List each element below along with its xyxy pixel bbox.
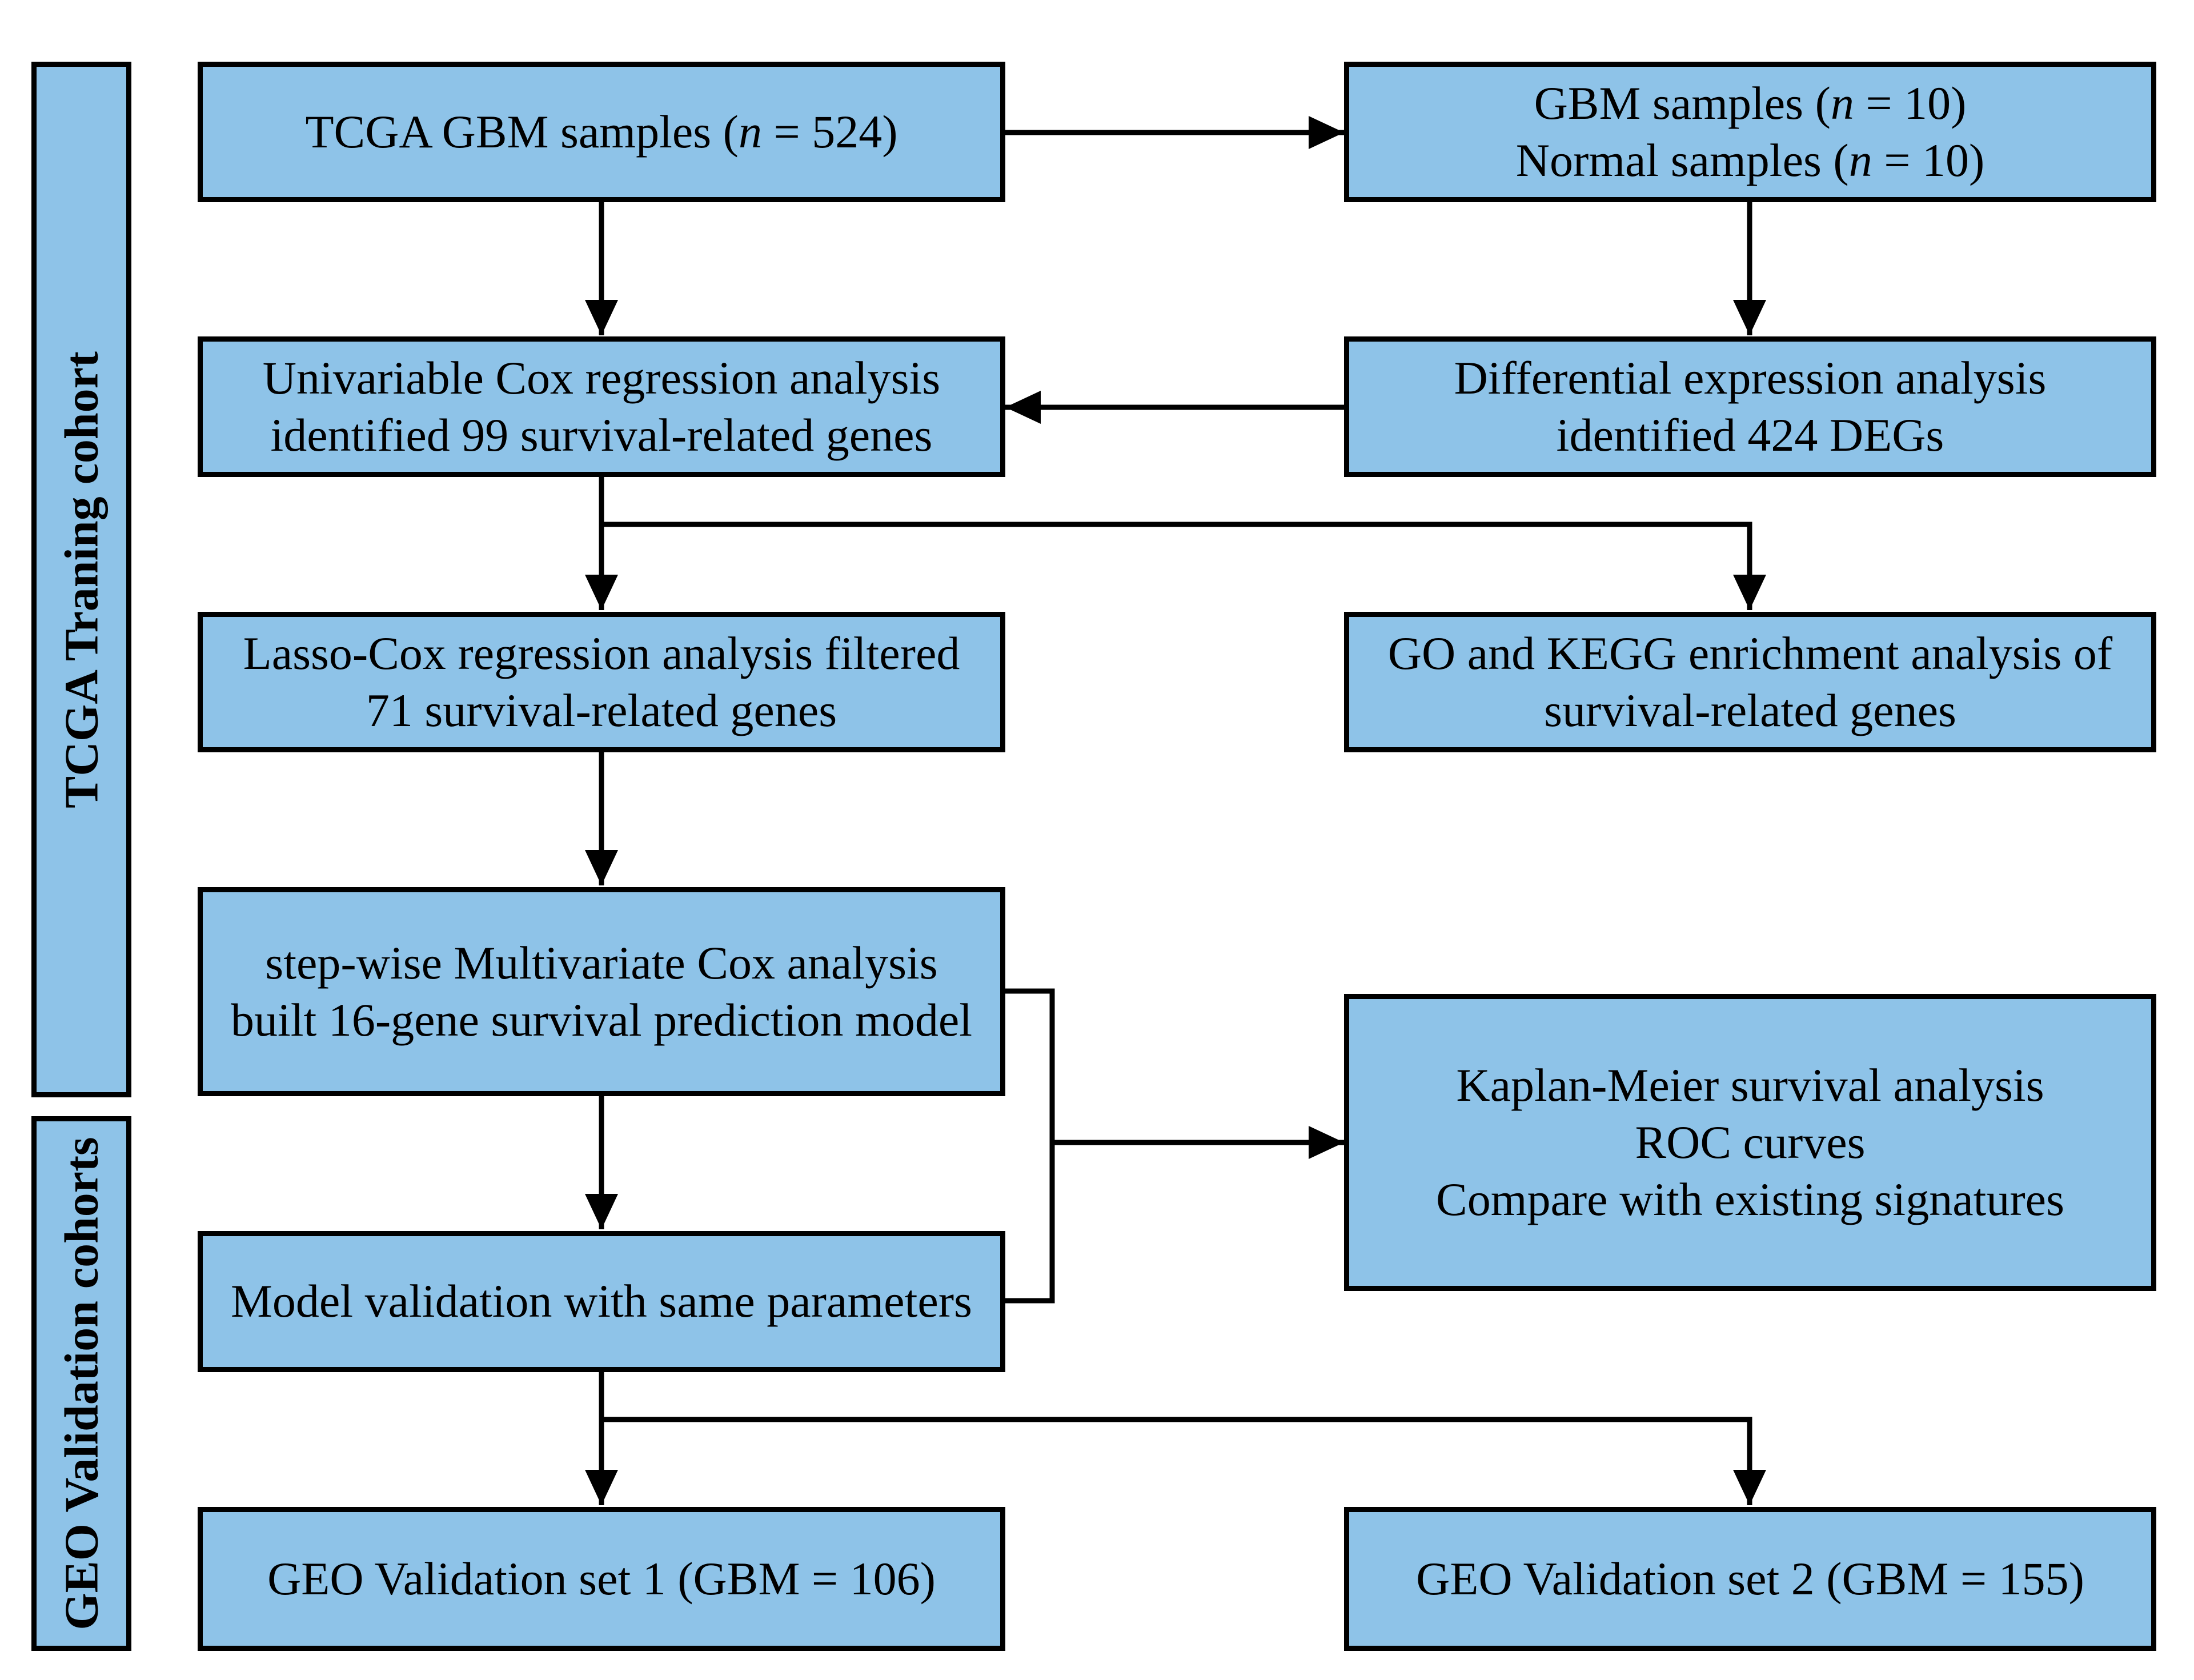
differential-line-2: identified 424 DEGs: [1556, 409, 1944, 461]
normal-samples-prefix: Normal samples (: [1515, 134, 1849, 186]
kaplan-line-3: Compare with existing signatures: [1436, 1173, 2064, 1226]
gbm-samples-count: = 10): [1854, 77, 1967, 129]
box-geo-validation-set-2: GEO Validation set 2 (GBM = 155): [1344, 1507, 2156, 1651]
tcga-samples-n: n: [738, 105, 762, 158]
univariable-line-2: identified 99 survival-related genes: [270, 409, 933, 461]
normal-samples-n: n: [1848, 134, 1872, 186]
tcga-samples-text: TCGA GBM samples (n = 524): [305, 103, 897, 161]
tcga-samples-prefix: TCGA GBM samples (: [305, 105, 739, 158]
edge-branch-to-geo-set2: [601, 1417, 1766, 1505]
lasso-line-2: 71 survival-related genes: [366, 684, 837, 736]
normal-samples-text: Normal samples (n = 10): [1516, 132, 1985, 189]
edge-bracket: [1004, 988, 1055, 1304]
side-label-validation-text: GEO Validation cohorts: [55, 1137, 108, 1630]
side-label-validation: GEO Validation cohorts: [31, 1116, 131, 1651]
go-kegg-line-2: survival-related genes: [1544, 684, 1956, 736]
box-differential-expression: Differential expression analysis identif…: [1344, 336, 2156, 477]
side-label-training-text: TCGA Traning cohort: [55, 351, 108, 808]
gbm-samples-text: GBM samples (n = 10): [1534, 75, 1967, 132]
geo-set1-line-1: GEO Validation set 1 (GBM = 106): [267, 1552, 936, 1605]
box-gbm-normal-samples: GBM samples (n = 10) Normal samples (n =…: [1344, 62, 2156, 202]
box-kaplan-meier: Kaplan-Meier survival analysis ROC curve…: [1344, 994, 2156, 1291]
kaplan-line-2: ROC curves: [1635, 1116, 1866, 1168]
box-tcga-samples: TCGA GBM samples (n = 524): [198, 62, 1005, 202]
multivariate-line-2: built 16-gene survival prediction model: [230, 994, 973, 1046]
differential-line-1: Differential expression analysis: [1454, 351, 2047, 404]
edge-branch-to-go-kegg: [601, 522, 1766, 610]
box-univariable-cox: Univariable Cox regression analysis iden…: [198, 336, 1005, 477]
box-geo-validation-set-1: GEO Validation set 1 (GBM = 106): [198, 1507, 1005, 1651]
geo-set2-line-1: GEO Validation set 2 (GBM = 155): [1416, 1552, 2084, 1605]
side-label-training: TCGA Traning cohort: [31, 62, 131, 1097]
box-model-validation: Model validation with same parameters: [198, 1231, 1005, 1372]
gbm-samples-prefix: GBM samples (: [1534, 77, 1831, 129]
lasso-line-1: Lasso-Cox regression analysis filtered: [243, 627, 960, 679]
box-go-kegg-enrichment: GO and KEGG enrichment analysis of survi…: [1344, 612, 2156, 752]
box-lasso-cox: Lasso-Cox regression analysis filtered 7…: [198, 612, 1005, 752]
tcga-samples-count: = 524): [761, 105, 898, 158]
go-kegg-line-1: GO and KEGG enrichment analysis of: [1387, 627, 2113, 679]
box-multivariate-cox: step-wise Multivariate Cox analysis buil…: [198, 887, 1005, 1096]
gbm-samples-n: n: [1830, 77, 1854, 129]
multivariate-line-1: step-wise Multivariate Cox analysis: [265, 936, 938, 989]
kaplan-line-1: Kaplan-Meier survival analysis: [1456, 1058, 2044, 1111]
normal-samples-count: = 10): [1872, 134, 1985, 186]
univariable-line-1: Univariable Cox regression analysis: [262, 351, 941, 404]
model-validation-line-1: Model validation with same parameters: [231, 1275, 972, 1328]
